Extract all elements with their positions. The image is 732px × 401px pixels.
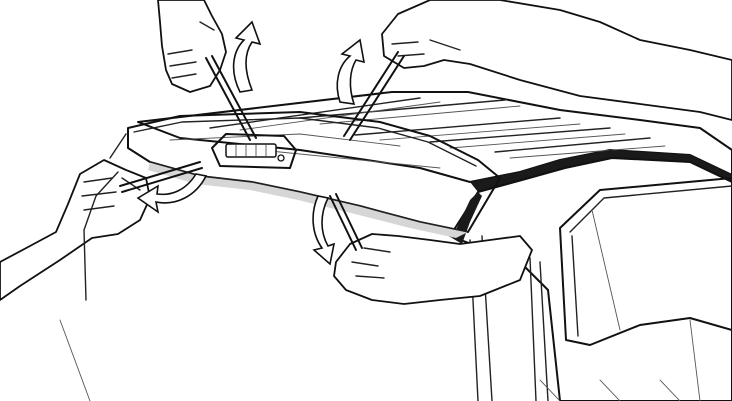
ground-shading [60, 320, 680, 401]
arrow-up-curved-icon [234, 22, 260, 92]
hand-left [0, 134, 202, 300]
arrow-up-curved-icon [337, 40, 364, 104]
arrow-curved-down-icon [138, 174, 206, 212]
hand-top-right [344, 0, 732, 140]
vehicle-roof [138, 92, 732, 192]
